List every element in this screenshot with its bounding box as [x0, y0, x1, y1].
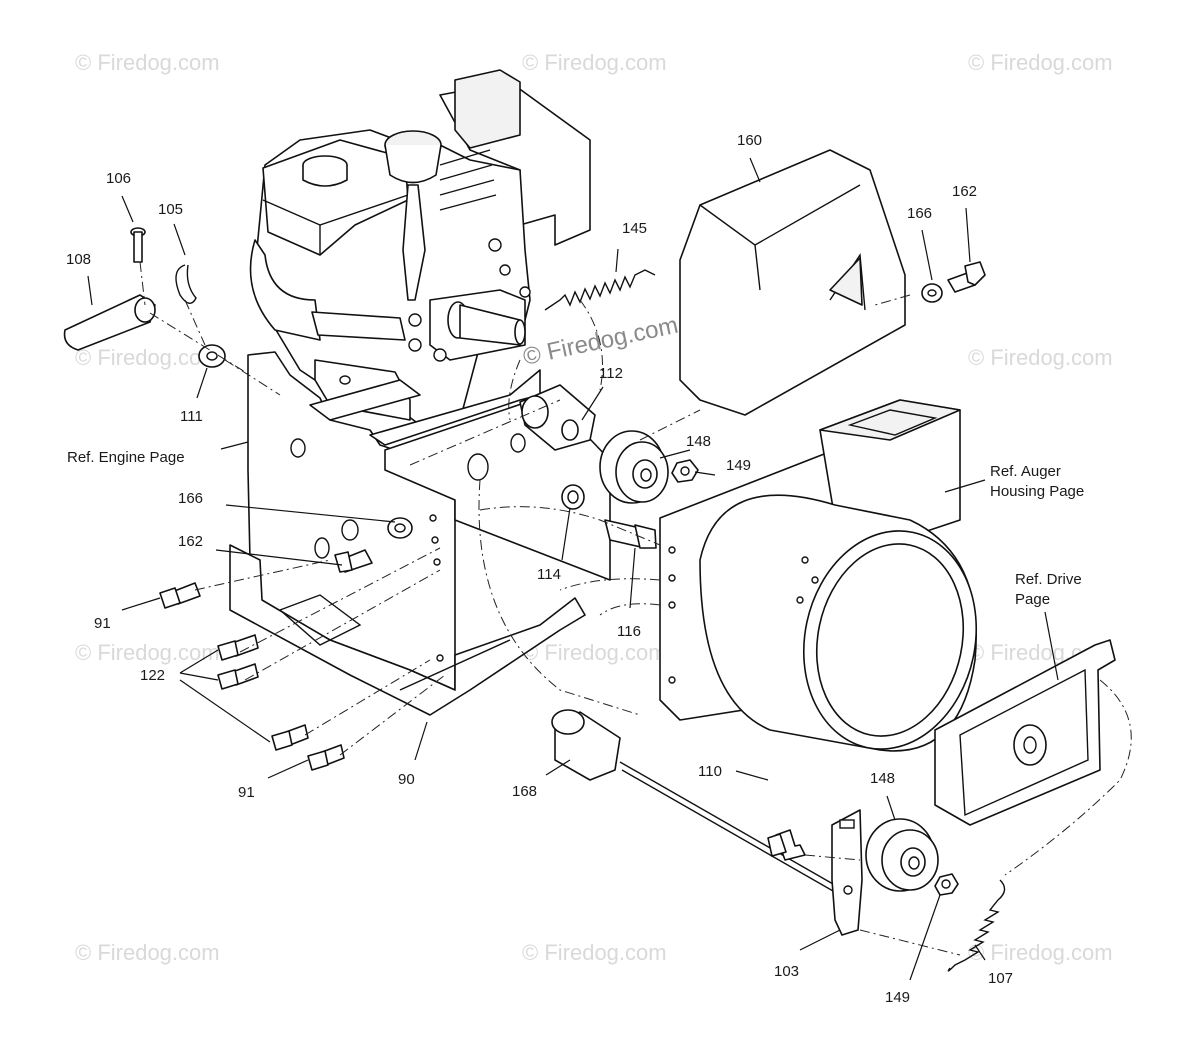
label-116: 116 — [617, 623, 641, 640]
label-162-right: 162 — [952, 183, 977, 200]
watermark: © Firedog.com — [75, 345, 220, 370]
label-145: 145 — [622, 220, 647, 237]
belt-cover — [679, 149, 906, 416]
label-111: 111 — [180, 408, 203, 425]
part-labels: 106 105 108 111 166 162 91 122 91 90 145… — [66, 132, 1084, 1006]
label-112: 112 — [599, 365, 623, 382]
watermark: © Firedog.com — [522, 940, 667, 965]
watermark: © Firedog.com — [522, 50, 667, 75]
label-160: 160 — [737, 132, 762, 149]
watermark: © Firedog.com — [968, 50, 1113, 75]
watermark: © Firedog.com — [968, 345, 1113, 370]
alignment-lines — [139, 261, 1132, 956]
watermark: © Firedog.com — [75, 640, 220, 665]
label-162-left: 162 — [178, 533, 203, 550]
label-149-upper: 149 — [726, 457, 751, 474]
ref-engine-page: Ref. Engine Page — [67, 449, 185, 466]
label-122: 122 — [140, 667, 165, 684]
label-108: 108 — [66, 251, 91, 268]
watermark: © Firedog.com — [75, 50, 220, 75]
auger-housing — [659, 399, 978, 752]
ref-auger-line2: Housing Page — [990, 483, 1084, 500]
watermark: © Firedog.com — [522, 640, 667, 665]
label-91-lower: 91 — [238, 784, 255, 801]
label-103: 103 — [774, 963, 799, 980]
label-166-right: 166 — [907, 205, 932, 222]
small-parts-upper — [63, 227, 986, 771]
label-148-upper: 148 — [686, 433, 711, 450]
ref-auger-line1: Ref. Auger — [990, 463, 1061, 480]
label-149-lower: 149 — [885, 989, 910, 1006]
label-105: 105 — [158, 201, 183, 218]
watermarks: © Firedog.com © Firedog.com © Firedog.co… — [75, 50, 1113, 965]
small-parts-lower — [551, 639, 1116, 972]
leader-lines — [87, 157, 1059, 981]
watermark-center: © Firedog.com — [521, 312, 681, 371]
label-91-upper: 91 — [94, 615, 111, 632]
label-114: 114 — [537, 566, 561, 583]
watermark: © Firedog.com — [968, 940, 1113, 965]
label-110: 110 — [698, 763, 722, 780]
watermark: © Firedog.com — [75, 940, 220, 965]
ref-drive-line2: Page — [1015, 591, 1050, 608]
ref-drive-line1: Ref. Drive — [1015, 571, 1082, 588]
label-166-left: 166 — [178, 490, 203, 507]
label-107: 107 — [988, 970, 1013, 987]
label-168: 168 — [512, 783, 537, 800]
label-148-lower: 148 — [870, 770, 895, 787]
label-106: 106 — [106, 170, 131, 187]
label-90: 90 — [398, 771, 415, 788]
